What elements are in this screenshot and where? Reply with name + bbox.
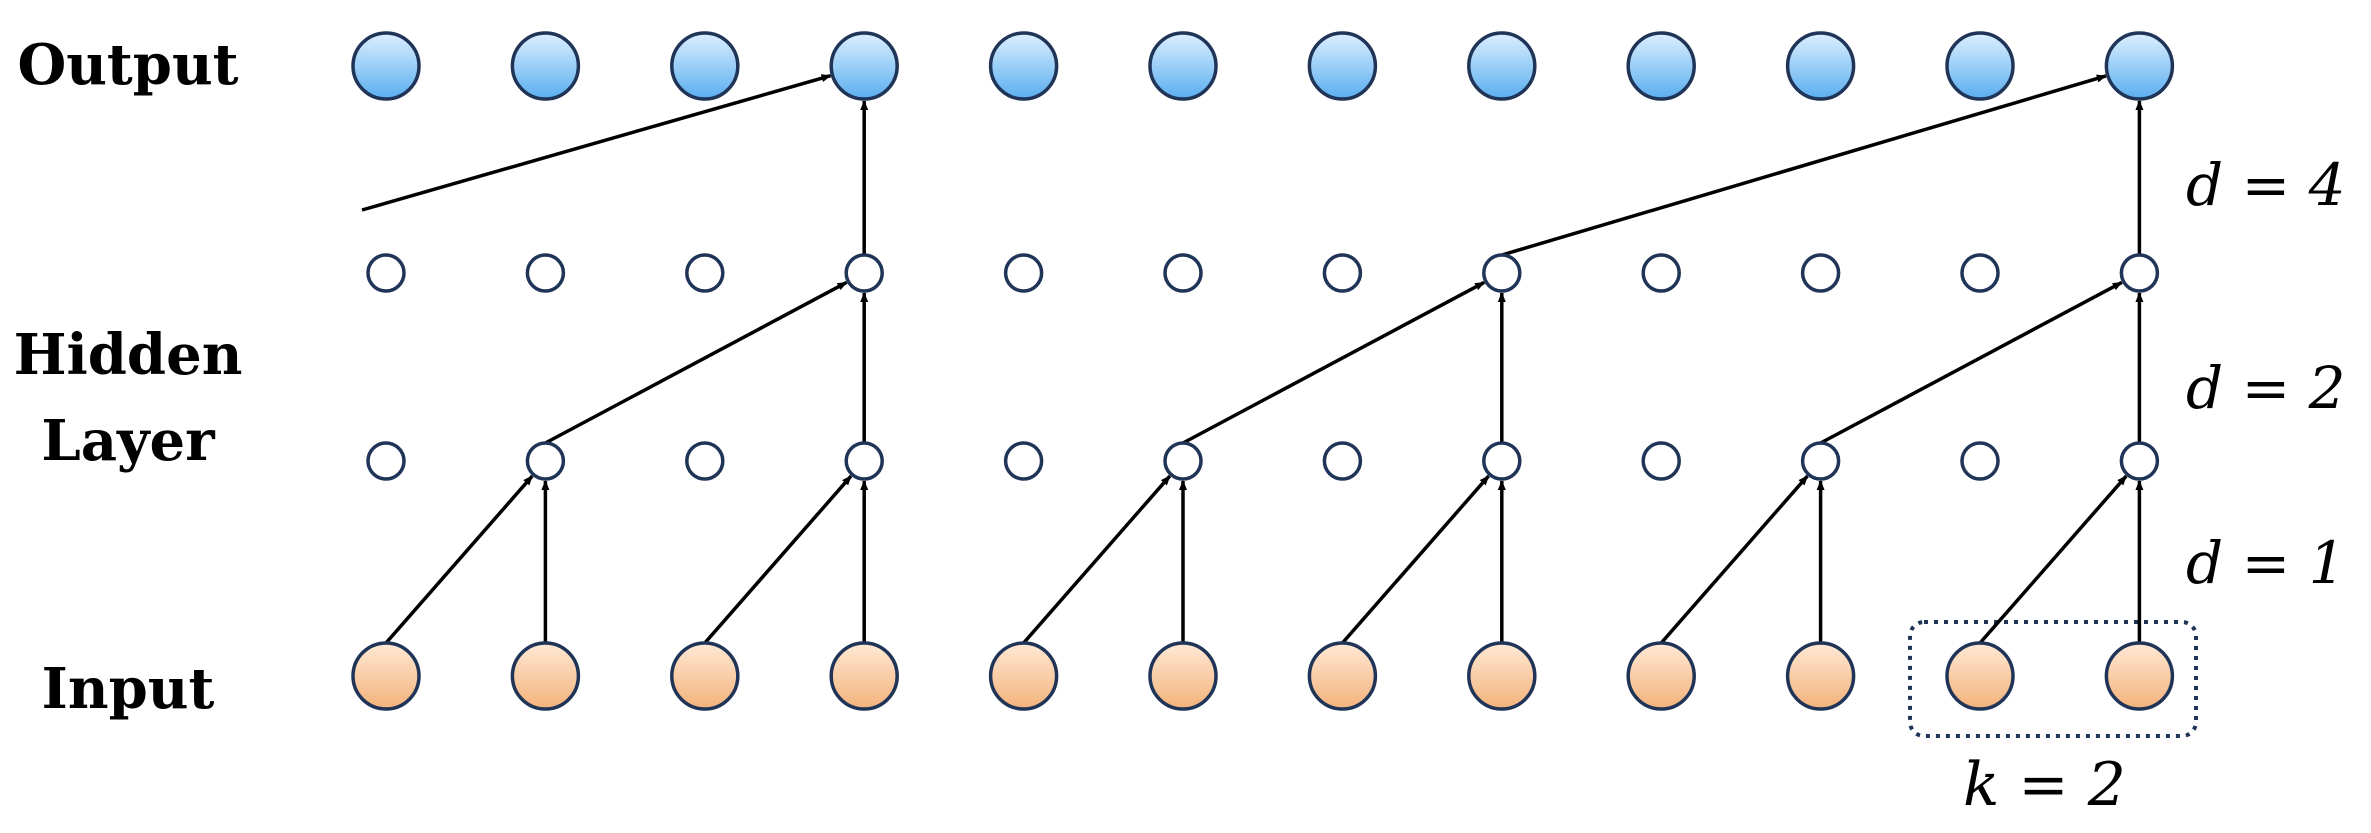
- input-row-label: Input: [42, 656, 215, 722]
- input-node: [1945, 641, 2015, 711]
- hidden-layer-1-node: [2119, 441, 2160, 481]
- hidden-layer-2-node: [366, 253, 406, 293]
- input-node: [2104, 641, 2175, 711]
- output-node: [2104, 31, 2175, 101]
- output-node: [829, 31, 899, 101]
- input-node: [1307, 641, 1378, 711]
- output-row-label: Output: [17, 32, 238, 98]
- node-group: [351, 31, 2175, 711]
- input-node: [1148, 641, 1218, 711]
- hidden-layer-2-node: [1641, 253, 1681, 293]
- input-node: [1467, 641, 1537, 711]
- edge-d1-diagonal: [1022, 474, 1172, 645]
- input-node: [829, 641, 899, 711]
- output-node: [988, 31, 1059, 101]
- hidden-layer-1-node: [1003, 441, 1044, 481]
- edge-group: [361, 73, 2144, 645]
- edge-d2-diagonal: [1182, 280, 1486, 445]
- hidden-layer-2-node: [1800, 253, 1841, 293]
- edge-d4-diagonal: [361, 73, 832, 212]
- hidden-layer-2-node: [2119, 253, 2160, 293]
- edge-d4-diagonal: [1501, 74, 2107, 257]
- kernel-window-box: [1908, 620, 2198, 738]
- hidden-row-label-line2: Layer: [41, 408, 216, 474]
- hidden-layer-1-node: [1322, 441, 1363, 481]
- hidden-layer-1-node: [1163, 441, 1203, 481]
- hidden-layer-1-node: [1800, 441, 1841, 481]
- input-node: [670, 641, 740, 711]
- dilation-2-label: d = 2: [2186, 354, 2346, 422]
- output-node: [670, 31, 740, 101]
- hidden-layer-1-node: [1641, 441, 1681, 481]
- edge-d2-diagonal: [544, 280, 848, 445]
- output-node: [1467, 31, 1537, 101]
- output-node: [1148, 31, 1218, 101]
- hidden-layer-1-node: [1960, 441, 2000, 481]
- hidden-layer-1-node: [366, 441, 406, 481]
- output-node: [1785, 31, 1856, 101]
- hidden-layer-1-node: [685, 441, 725, 481]
- input-node: [510, 641, 581, 711]
- input-node: [351, 641, 421, 711]
- hidden-layer-2-node: [1163, 253, 1203, 293]
- hidden-layer-2-node: [1322, 253, 1363, 293]
- hidden-layer-2-node: [685, 253, 725, 293]
- dilation-1-label: d = 1: [2186, 529, 2346, 597]
- edge-d1-diagonal: [1341, 474, 1490, 645]
- dilation-4-label: d = 4: [2186, 151, 2346, 219]
- input-node: [988, 641, 1059, 711]
- input-node: [1785, 641, 1856, 711]
- hidden-layer-1-node: [844, 441, 884, 481]
- hidden-row-label-line1: Hidden: [14, 322, 243, 388]
- output-node: [1307, 31, 1378, 101]
- hidden-layer-2-node: [1482, 253, 1522, 293]
- hidden-layer-2-node: [1003, 253, 1044, 293]
- hidden-layer-1-node: [1482, 441, 1522, 481]
- edge-d2-diagonal: [1819, 280, 2123, 445]
- hidden-layer-2-node: [844, 253, 884, 293]
- edge-d1-diagonal: [384, 474, 534, 645]
- edge-d1-diagonal: [703, 474, 853, 645]
- edge-d1-diagonal: [1659, 474, 1809, 645]
- hidden-layer-2-node: [1960, 253, 2000, 293]
- hidden-layer-2-node: [525, 253, 566, 293]
- output-node: [1626, 31, 1696, 101]
- edge-d1-diagonal: [1978, 474, 2128, 645]
- output-node: [1945, 31, 2015, 101]
- output-node: [351, 31, 421, 101]
- input-node: [1626, 641, 1696, 711]
- kernel-size-label: k = 2: [1963, 750, 2126, 820]
- hidden-layer-1-node: [525, 441, 566, 481]
- output-node: [510, 31, 581, 101]
